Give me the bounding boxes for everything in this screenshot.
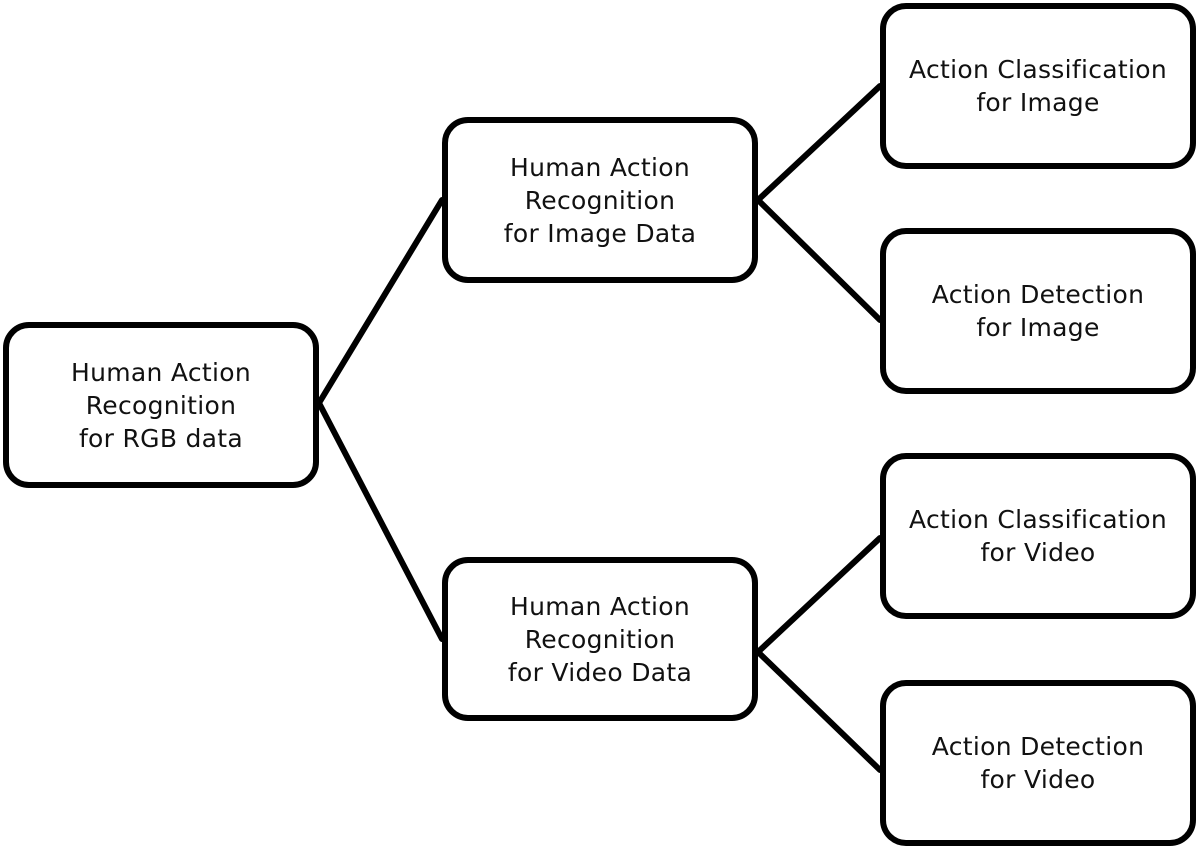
- node-label-line: for Image Data: [503, 218, 697, 248]
- node-label-line: Action Detection: [931, 280, 1145, 309]
- node-label-line: Human Action: [509, 591, 690, 621]
- node-label-line: Human Action: [509, 152, 690, 182]
- edge-video-data-to-action-classification-video: [755, 535, 883, 655]
- node-action-classification-video: Action Classification for Video: [880, 453, 1196, 619]
- node-label-line: for Video: [980, 538, 1096, 567]
- node-label-line: for Image: [976, 313, 1100, 342]
- node-action-detection-video: Action Detection for Video: [880, 680, 1196, 846]
- node-action-classification-image: Action Classification for Image: [880, 3, 1196, 169]
- node-label-line: Action Classification: [909, 55, 1167, 84]
- node-label-line: for RGB data: [78, 423, 244, 453]
- node-label-line: Human Action: [70, 357, 251, 387]
- node-label-line: for Video Data: [507, 657, 693, 687]
- node-human-action-recognition-image: Human Action Recognition for Image Data: [442, 117, 758, 283]
- node-human-action-recognition-video: Human Action Recognition for Video Data: [442, 557, 758, 721]
- node-label-line: Recognition: [524, 624, 676, 654]
- node-label-line: Recognition: [524, 185, 676, 215]
- node-label-line: Recognition: [85, 390, 237, 420]
- edge-image-data-to-action-classification-image: [755, 83, 883, 203]
- node-label-line: for Video: [980, 765, 1096, 794]
- node-label-line: Action Classification: [909, 505, 1167, 534]
- edge-root-to-video-data: [316, 400, 445, 642]
- edge-root-to-image-data: [316, 197, 445, 406]
- node-label-line: Action Detection: [931, 732, 1145, 761]
- edge-image-data-to-action-detection-image: [755, 197, 883, 323]
- edge-video-data-to-action-detection-video: [755, 649, 883, 773]
- node-action-detection-image: Action Detection for Image: [880, 228, 1196, 394]
- node-human-action-recognition-rgb: Human Action Recognition for RGB data: [3, 322, 319, 488]
- node-label-line: for Image: [976, 88, 1100, 117]
